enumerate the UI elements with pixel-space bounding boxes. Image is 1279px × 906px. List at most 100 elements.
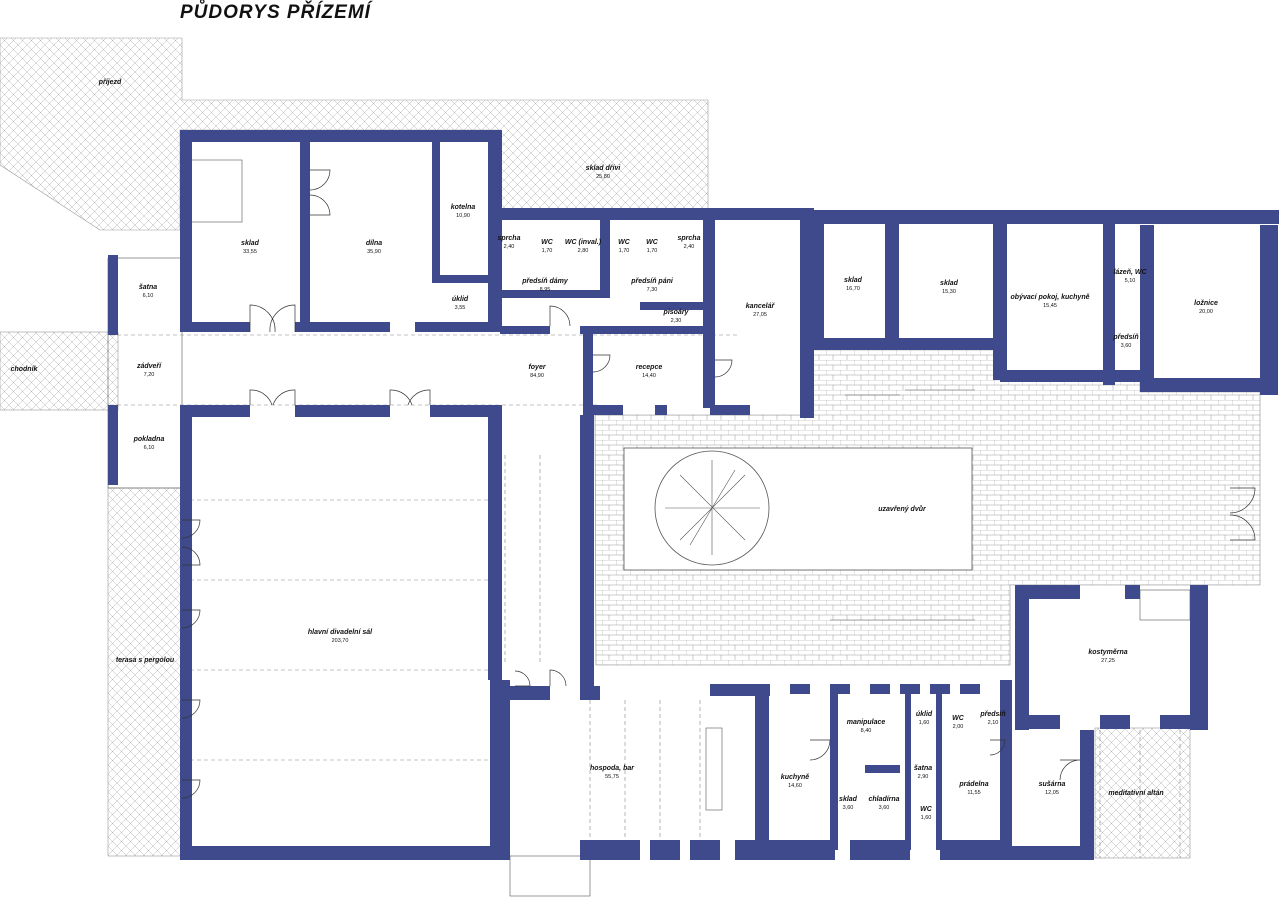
room-17: zádveří 7,20 (136, 363, 162, 378)
room-43: sušárna 12,05 (1039, 781, 1066, 796)
room-name: úklid (452, 296, 469, 303)
room-name: chodník (11, 366, 39, 373)
room-name: sklad dřívi (586, 165, 622, 172)
room-39: sklad 3,60 (839, 796, 858, 811)
room-area: 84,90 (530, 373, 544, 379)
room-name: chladírna (868, 796, 899, 803)
room-name: kancelář (746, 303, 776, 310)
room-name: sklad (844, 277, 863, 284)
room-labels: příjezd sklad dřívi 25,80 sklad 33,55 díln… (11, 79, 1218, 821)
room-area: 2,30 (671, 318, 682, 324)
room-name: předsíň (979, 711, 1005, 718)
room-name: obývací pokoj, kuchyně (1011, 294, 1090, 301)
room-area: 27,25 (1101, 658, 1115, 664)
room-23: sklad 15,30 (940, 280, 959, 295)
room-name: zádveří (136, 363, 162, 370)
room-area: 7,30 (647, 287, 658, 293)
room-name: WC (646, 239, 659, 246)
room-25: lázeň, WC5,10 (1113, 269, 1147, 284)
room-area: 3,60 (1121, 343, 1132, 349)
room-name: ložnice (1194, 300, 1218, 307)
room-area: 33,55 (243, 249, 257, 255)
room-44: meditativní altán (1108, 790, 1163, 797)
room-name: úklid (916, 711, 933, 718)
room-name: hospoda, bar (590, 765, 635, 772)
doors (181, 169, 1256, 799)
room-name: recepce (636, 364, 663, 371)
room-name: pisoáry (663, 309, 690, 316)
room-20: recepce 14,40 (636, 364, 663, 379)
room-area: 2,90 (918, 774, 929, 780)
room-32: hospoda, bar 55,75 (590, 765, 635, 780)
room-area: 35,90 (367, 249, 381, 255)
room-27: předsíň 3,60 (1112, 334, 1138, 349)
room-name: terasa s pergolou (116, 657, 175, 664)
room-area: 15,45 (1043, 303, 1057, 309)
room-name: WC (920, 806, 933, 813)
room-name: sklad (839, 796, 858, 803)
room-area: 3,60 (843, 805, 854, 811)
room-36: WC2,00 (952, 715, 965, 730)
room-name: předsíň páni (630, 278, 674, 285)
room-area: 7,20 (144, 372, 155, 378)
room-1: sklad dřívi 25,80 (586, 165, 622, 180)
room-name: hlavní divadelní sál (308, 629, 373, 636)
room-area: 2,80 (578, 248, 589, 254)
room-name: šatna (139, 284, 157, 291)
room-18: chodník (11, 366, 39, 373)
room-name: pokladna (133, 436, 165, 443)
room-area: 6,10 (144, 445, 155, 451)
room-name: WC (inval.) (565, 239, 602, 246)
room-area: 3,55 (455, 305, 466, 311)
room-area: 20,00 (1199, 309, 1213, 315)
room-30: terasa s pergolou (116, 657, 175, 664)
room-name: příjezd (98, 79, 122, 86)
room-area: 6,10 (143, 293, 154, 299)
room-area: 11,55 (967, 790, 980, 796)
room-29: hlavní divadelní sál 203,70 (308, 629, 373, 644)
room-name: sklad (940, 280, 959, 287)
room-10: WC1,70 (646, 239, 659, 254)
room-40: chladírna 3,60 (868, 796, 899, 811)
room-name: kostyměrna (1088, 649, 1127, 656)
room-area: 16,70 (846, 286, 860, 292)
room-area: 2,00 (953, 724, 964, 730)
room-14: pisoáry 2,30 (663, 309, 690, 324)
room-area: 8,95 (540, 287, 551, 293)
room-area: 14,40 (642, 373, 656, 379)
room-area: 12,05 (1045, 790, 1059, 796)
room-13: předsíň páni 7,30 (630, 278, 674, 293)
room-area: 1,60 (919, 720, 930, 726)
room-9: WC1,70 (618, 239, 631, 254)
room-area: 55,75 (605, 774, 619, 780)
room-41: WC1,60 (920, 806, 933, 821)
room-name: sušárna (1039, 781, 1066, 788)
room-name: lázeň, WC (1113, 269, 1147, 276)
room-area: 15,30 (942, 289, 956, 295)
room-name: kuchyně (781, 774, 810, 781)
room-area: 14,60 (788, 783, 802, 789)
room-16: šatna 6,10 (139, 284, 157, 299)
room-area: 2,40 (504, 244, 515, 250)
room-area: 3,60 (879, 805, 890, 811)
room-area: 203,70 (332, 638, 349, 644)
room-area: 2,10 (988, 720, 999, 726)
courtyard (504, 344, 1261, 666)
room-name: předsíň (1112, 334, 1138, 341)
room-area: 1,70 (619, 248, 630, 254)
room-area: 25,80 (596, 174, 610, 180)
room-name: meditativní altán (1108, 790, 1163, 797)
room-31: kostyměrna 27,25 (1088, 649, 1127, 664)
room-8: WC (inval.) 2,80 (565, 239, 602, 254)
room-name: WC (541, 239, 554, 246)
